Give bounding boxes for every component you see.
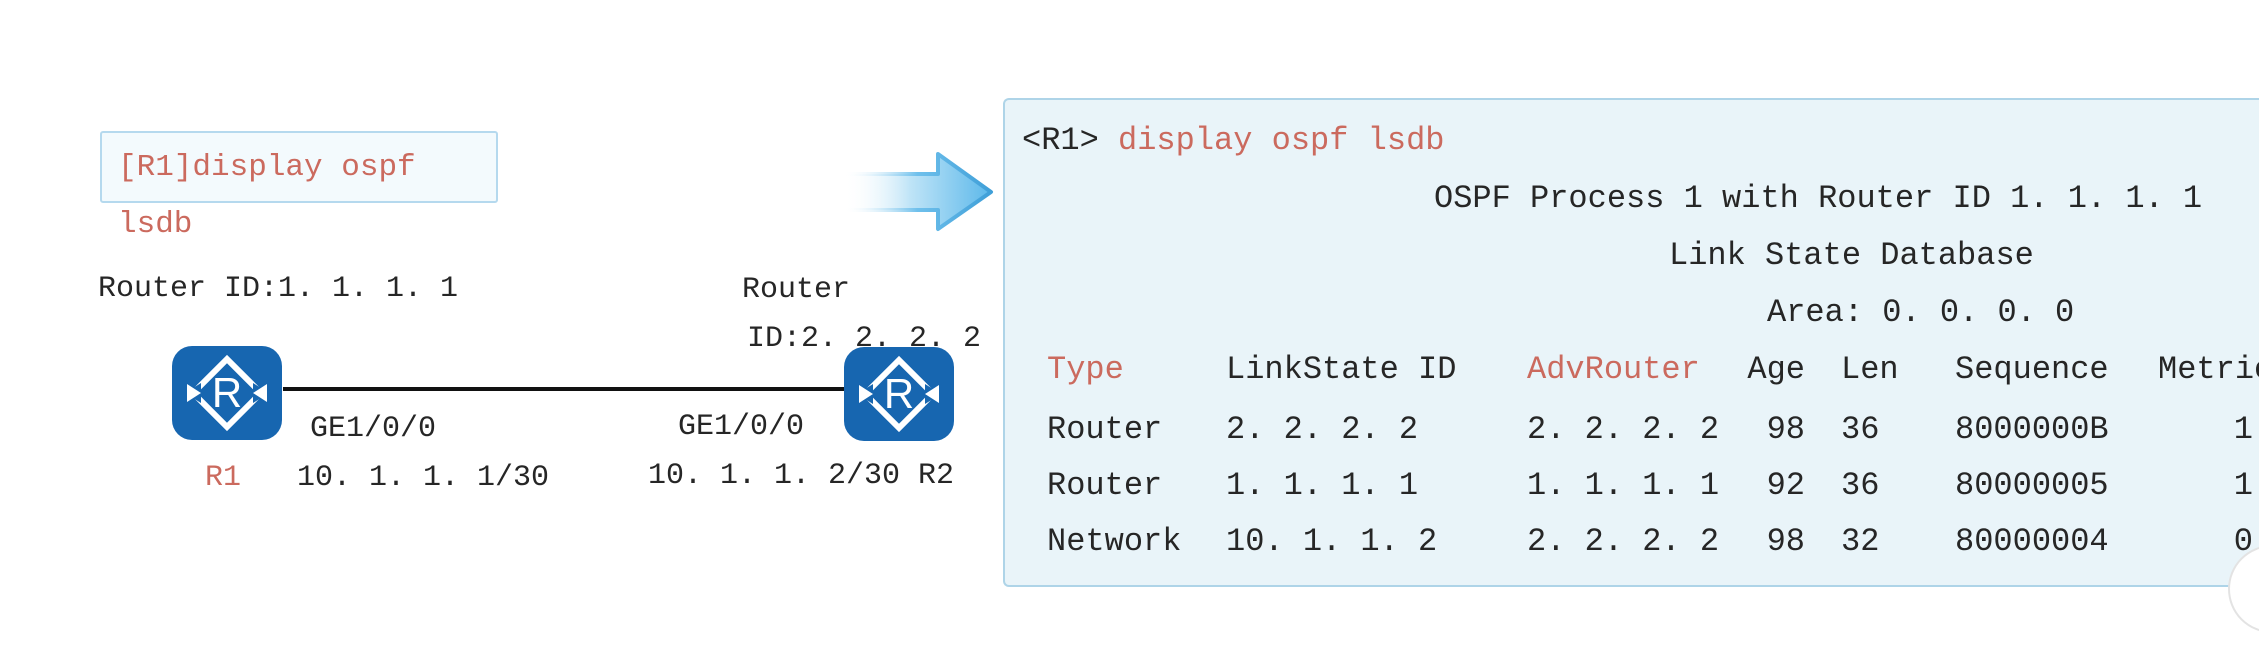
router2-id-label-line1: Router	[742, 273, 851, 307]
router-icon-glyph: R	[844, 347, 954, 441]
router1-interface-label: GE1/0/0	[310, 412, 437, 446]
console-output-panel: <R1> display ospf lsdb OSPF Process 1 wi…	[1003, 98, 2259, 587]
cell-advrouter: 2. 2. 2. 2	[1527, 411, 1720, 448]
svg-text:R: R	[884, 370, 914, 417]
col-header-len: Len	[1841, 351, 1899, 388]
console-prompt: <R1>	[1022, 122, 1099, 159]
cell-linkstate-id: 1. 1. 1. 1	[1226, 467, 1419, 504]
cell-advrouter: 2. 2. 2. 2	[1527, 523, 1720, 560]
cell-len: 32	[1841, 523, 1880, 560]
console-command-line: <R1> display ospf lsdb	[1022, 122, 1444, 159]
cell-sequence: 8000000B	[1955, 411, 2109, 448]
cell-age: 92	[1766, 467, 1805, 504]
cell-len: 36	[1841, 411, 1880, 448]
cell-len: 36	[1841, 467, 1880, 504]
cell-type: Router	[1047, 411, 1163, 448]
cell-metric: 1	[2233, 467, 2253, 504]
router-icon-glyph: R	[172, 346, 282, 440]
col-header-metric: Metric	[2158, 351, 2259, 388]
console-command: display ospf lsdb	[1098, 122, 1445, 159]
cell-metric: 1	[2233, 411, 2253, 448]
link-state-db-line: Link State Database	[1669, 237, 2034, 274]
command-callout-box: [R1]display ospf	[100, 131, 498, 203]
command-callout-line1: [R1]display ospf	[118, 149, 416, 185]
router2-ip-name-label: 10. 1. 1. 2/30 R2	[648, 459, 955, 493]
router2-interface-label: GE1/0/0	[678, 410, 805, 444]
router2-icon: R	[843, 346, 955, 447]
command-callout-line2: lsdb	[118, 207, 193, 242]
svg-text:R: R	[212, 369, 242, 416]
router1-name-label: R1	[205, 461, 242, 495]
cell-type: Router	[1047, 467, 1163, 504]
col-header-advrouter: AdvRouter	[1527, 351, 1700, 388]
col-header-age: Age	[1747, 351, 1805, 388]
router1-ip-label: 10. 1. 1. 1/30	[297, 461, 550, 495]
col-header-linkstate-id: LinkState ID	[1226, 351, 1457, 388]
cell-advrouter: 1. 1. 1. 1	[1527, 467, 1720, 504]
router1-id-label: Router ID:1. 1. 1. 1	[98, 272, 459, 306]
cell-sequence: 80000004	[1955, 523, 2109, 560]
cell-sequence: 80000005	[1955, 467, 2109, 504]
router1-icon: R	[171, 345, 283, 446]
cell-linkstate-id: 10. 1. 1. 2	[1226, 523, 1438, 560]
cell-metric: 0	[2233, 523, 2253, 560]
area-line: Area: 0. 0. 0. 0	[1767, 294, 2075, 331]
ospf-process-line: OSPF Process 1 with Router ID 1. 1. 1. 1	[1434, 180, 2203, 217]
link-line	[283, 387, 845, 391]
cell-age: 98	[1766, 411, 1805, 448]
cell-linkstate-id: 2. 2. 2. 2	[1226, 411, 1419, 448]
cell-type: Network	[1047, 523, 1182, 560]
flow-arrow-icon	[842, 148, 994, 236]
cell-age: 98	[1766, 523, 1805, 560]
col-header-type: Type	[1047, 351, 1124, 388]
col-header-sequence: Sequence	[1955, 351, 2109, 388]
